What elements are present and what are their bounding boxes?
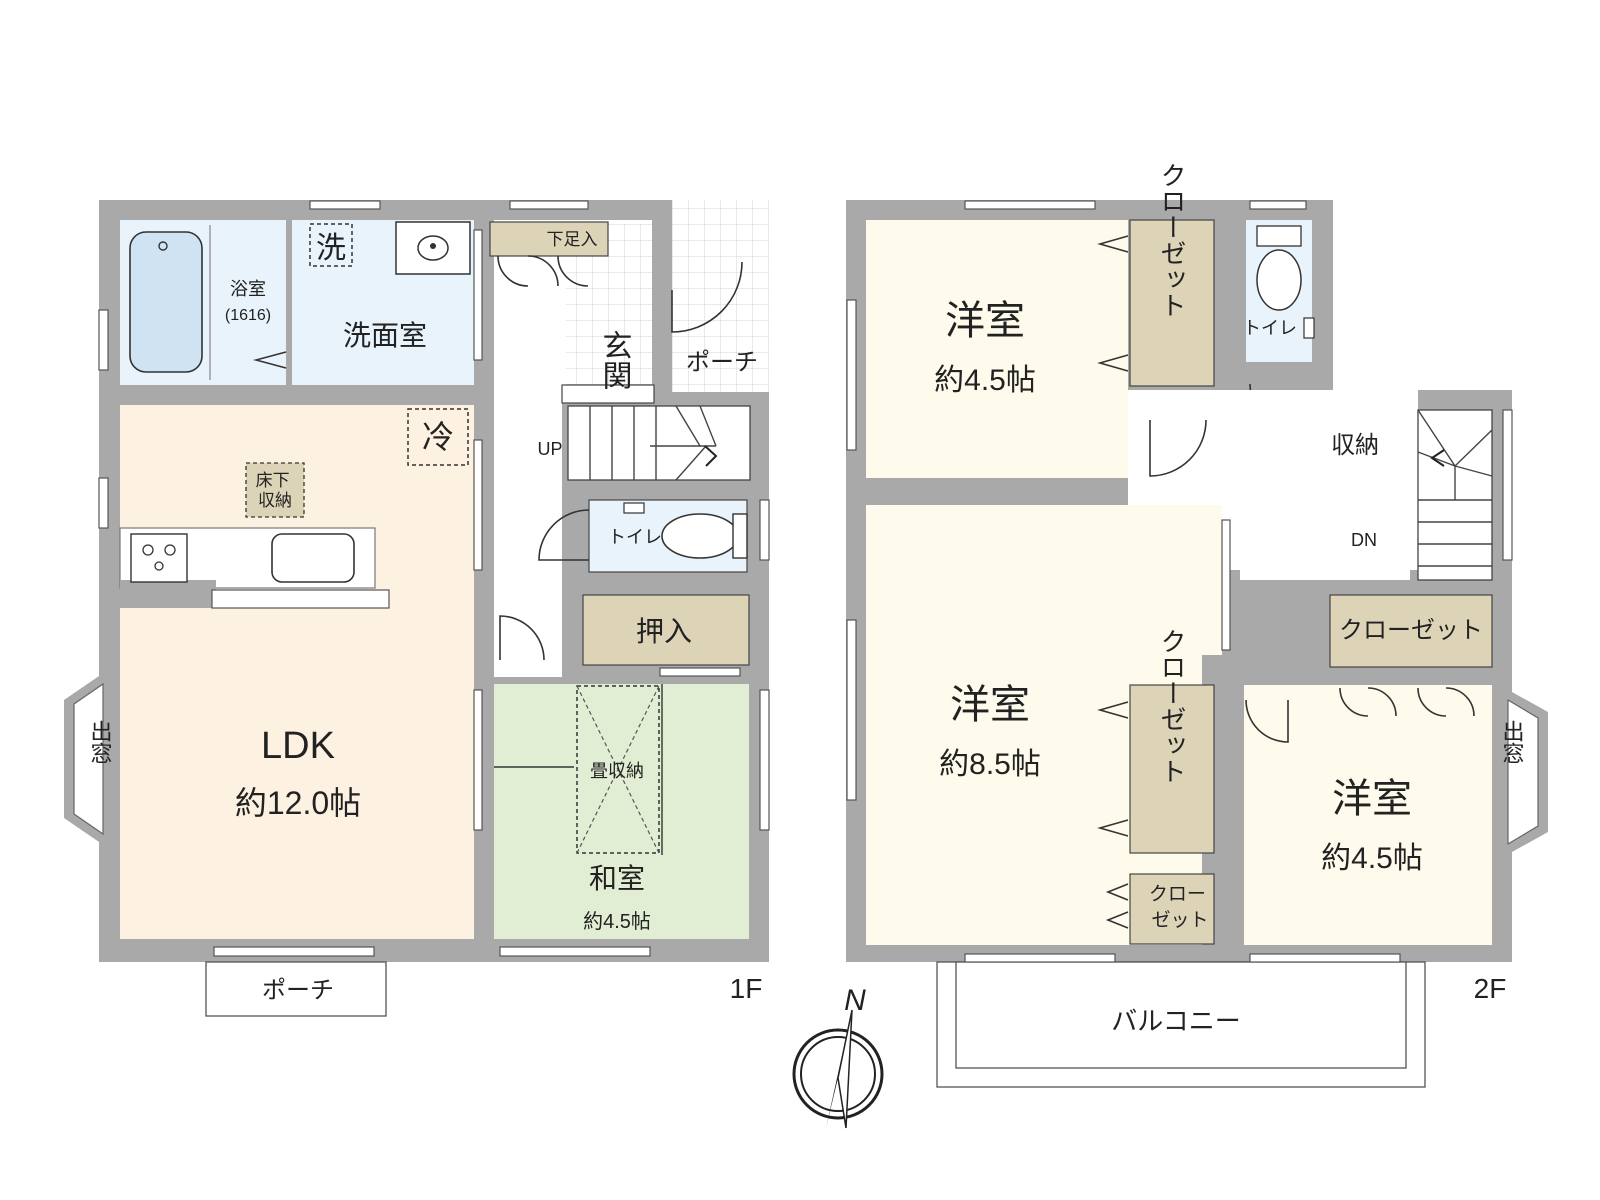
room-e-size: 約4.5帖: [1321, 842, 1423, 875]
washitsu-room: [494, 684, 749, 939]
toilet-bowl-icon: [661, 513, 739, 559]
sink-icon: [395, 221, 471, 275]
room-e-name: 洋室: [1332, 777, 1412, 821]
closet-e: [1329, 594, 1493, 668]
room-nw: [866, 220, 1128, 478]
washitsu-size: 約4.5帖: [583, 910, 651, 933]
oshiire-closet: [582, 594, 750, 666]
shoe-storage-label: 下足入: [547, 230, 598, 249]
floor-1f-label: 1F: [730, 973, 763, 1004]
closet-nw: [1129, 219, 1215, 387]
fridge-mark: 冷: [422, 419, 454, 455]
oshiire-label: 押入: [636, 616, 692, 647]
closet-small-line-2: ゼット: [1151, 909, 1208, 931]
tatami-storage: [576, 685, 660, 854]
bath-door-icon: [252, 351, 287, 369]
compass-icon: [792, 1009, 884, 1129]
porch-south: [205, 961, 387, 1017]
ldk-size: 約12.0帖: [235, 785, 361, 821]
underfloor-storage: [245, 462, 305, 518]
stairs-dn-label: DN: [1351, 530, 1377, 550]
entrance-label: 玄関: [598, 330, 632, 390]
entrance-door-icon: [671, 261, 743, 333]
bathtub-icon: [129, 231, 203, 373]
floor-2f: [846, 200, 1548, 1088]
closet-small-label: クロー ゼット: [1149, 883, 1211, 931]
closet-mid-label: クローゼット: [1157, 628, 1187, 784]
shoe-storage-doors-icon: [497, 255, 589, 287]
washitsu-door-icon: [499, 615, 545, 661]
underfloor-storage-line-1: 床下: [256, 471, 290, 490]
1f-hallway: [494, 220, 562, 677]
closet-small: [1129, 873, 1215, 945]
fridge-space: [407, 408, 469, 466]
floor-1f: [64, 200, 770, 1017]
washer-mark: 洗: [316, 232, 346, 265]
tatami-storage-label: 畳収納: [590, 761, 644, 781]
shoe-storage: [489, 221, 609, 257]
bay-window-1f-label: 出窓: [88, 720, 113, 764]
2f-labels: 洋室 約4.5帖 クローゼット トイレ 収納 DN 洋室 約8.5帖 クローゼッ…: [934, 162, 1524, 1036]
room-e: [1244, 685, 1492, 945]
underfloor-storage-label: 床下 収納: [256, 471, 295, 510]
closet-mid: [1129, 684, 1215, 854]
closet-e-label: クローゼット: [1339, 617, 1483, 644]
kitchen-sink-icon: [271, 533, 355, 583]
porch-east-label: ポーチ: [686, 349, 758, 376]
washroom-name: 洗面室: [343, 320, 427, 351]
toilet-2f-label: トイレ: [1243, 318, 1297, 338]
bath-name: 浴室: [230, 279, 266, 299]
porch-east: [672, 200, 769, 392]
porch-south-label: ポーチ: [262, 977, 334, 1004]
room-w-name: 洋室: [950, 683, 1030, 727]
washer-space: [309, 223, 353, 267]
ldk-name: LDK: [261, 725, 335, 767]
bath-size: (1616): [225, 307, 271, 324]
balcony-label: バルコニー: [1111, 1006, 1240, 1036]
1f-labels: 浴室 (1616) 洗 洗面室 下足入 玄関 ポーチ UP 冷 床下 収納 LD…: [88, 230, 763, 1004]
stove-icon: [130, 533, 188, 583]
room-w-size: 約8.5帖: [939, 748, 1041, 781]
room-nw-name: 洋室: [945, 299, 1025, 343]
room-nw-size: 約4.5帖: [934, 364, 1036, 397]
closet-small-line-1: クロー: [1149, 883, 1206, 905]
1f-stairs: [567, 405, 751, 481]
toilet-1f-label: トイレ: [608, 527, 662, 547]
washitsu-name: 和室: [589, 863, 645, 894]
compass-north-label: N: [844, 984, 866, 1017]
underfloor-storage-line-2: 収納: [258, 491, 292, 510]
bay-window-2f-label: 出窓: [1500, 720, 1525, 764]
toilet-door-icon: [538, 509, 590, 561]
stairs-up-label: UP: [537, 439, 562, 459]
storage-2f-label: 収納: [1331, 432, 1379, 459]
floor-2f-label: 2F: [1474, 973, 1507, 1004]
closet-nw-label: クローゼット: [1157, 162, 1187, 318]
